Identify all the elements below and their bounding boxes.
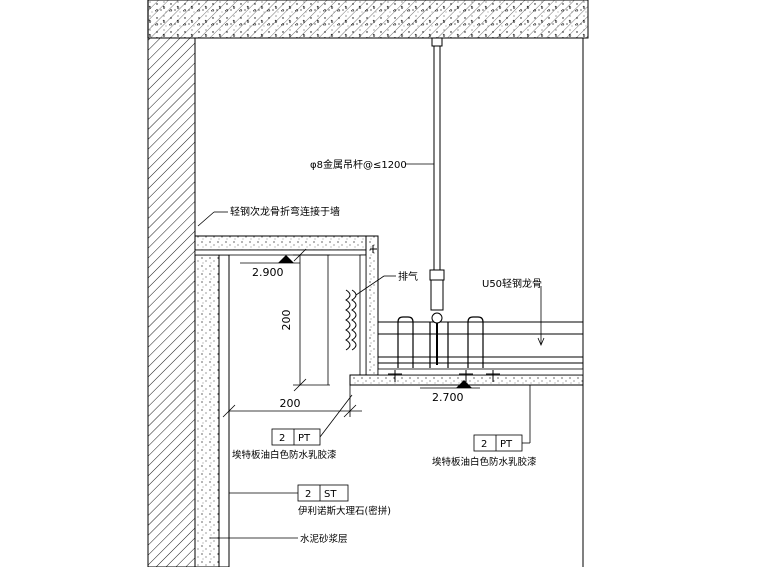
wall-connection-label: 轻钢次龙骨折弯连接于墙: [230, 205, 340, 218]
stone-label: 伊利诺斯大理石(密拼): [298, 505, 391, 517]
tag-pt-left-num: 2: [279, 433, 285, 444]
hanger-rod-callout: φ8金属吊杆@≤1200: [310, 158, 434, 171]
dimension-horizontal: 200: [222, 385, 362, 418]
dimension-vertical-text: 200: [280, 310, 293, 331]
dimension-vertical: 200: [280, 248, 330, 392]
tag-pt-left: 2 PT 埃特板油白色防水乳胶漆: [232, 394, 353, 461]
vent-grille: [345, 289, 357, 351]
tag-pt-right: 2 PT 埃特板油白色防水乳胶漆: [432, 385, 537, 468]
tag-pt-left-code: PT: [298, 433, 311, 444]
paint-left-label: 埃特板油白色防水乳胶漆: [232, 449, 337, 461]
paint-right-label: 埃特板油白色防水乳胶漆: [432, 456, 537, 468]
masonry-wall: [147, 37, 196, 567]
tag-st-code: ST: [324, 489, 337, 500]
u50-runner: [378, 321, 583, 364]
elevation-upper-text: 2.900: [252, 266, 284, 279]
elevation-lower: 2.700: [420, 380, 480, 404]
mortar-layer: [194, 254, 220, 567]
concrete-slab: [147, 0, 589, 39]
stone-cladding: [218, 254, 230, 567]
runner-callout: U50轻钢龙骨: [482, 277, 545, 347]
tag-pt-right-num: 2: [481, 439, 487, 450]
elevation-upper: 2.900: [240, 255, 300, 279]
tag-pt-right-code: PT: [500, 439, 513, 450]
hanger-rod: [429, 37, 445, 365]
drop-board: [359, 235, 379, 377]
elevation-lower-text: 2.700: [432, 391, 464, 404]
vent-callout: 排气: [355, 270, 418, 296]
mortar-label: 水泥砂浆层: [300, 533, 348, 545]
hanger-rod-label: φ8金属吊杆@≤1200: [310, 158, 407, 171]
tag-st: 2 ST 伊利诺斯大理石(密拼): [229, 484, 391, 517]
upper-ceiling-board: [194, 235, 379, 256]
runner-clips: [397, 316, 484, 368]
wall-connection-callout: 轻钢次龙骨折弯连接于墙: [197, 205, 340, 227]
vent-label: 排气: [398, 270, 418, 283]
tag-st-num: 2: [305, 489, 311, 500]
screws: [370, 245, 500, 382]
mortar-callout: 水泥砂浆层: [210, 533, 348, 545]
dimension-horizontal-text: 200: [280, 397, 301, 410]
runner-label: U50轻钢龙骨: [482, 277, 542, 290]
